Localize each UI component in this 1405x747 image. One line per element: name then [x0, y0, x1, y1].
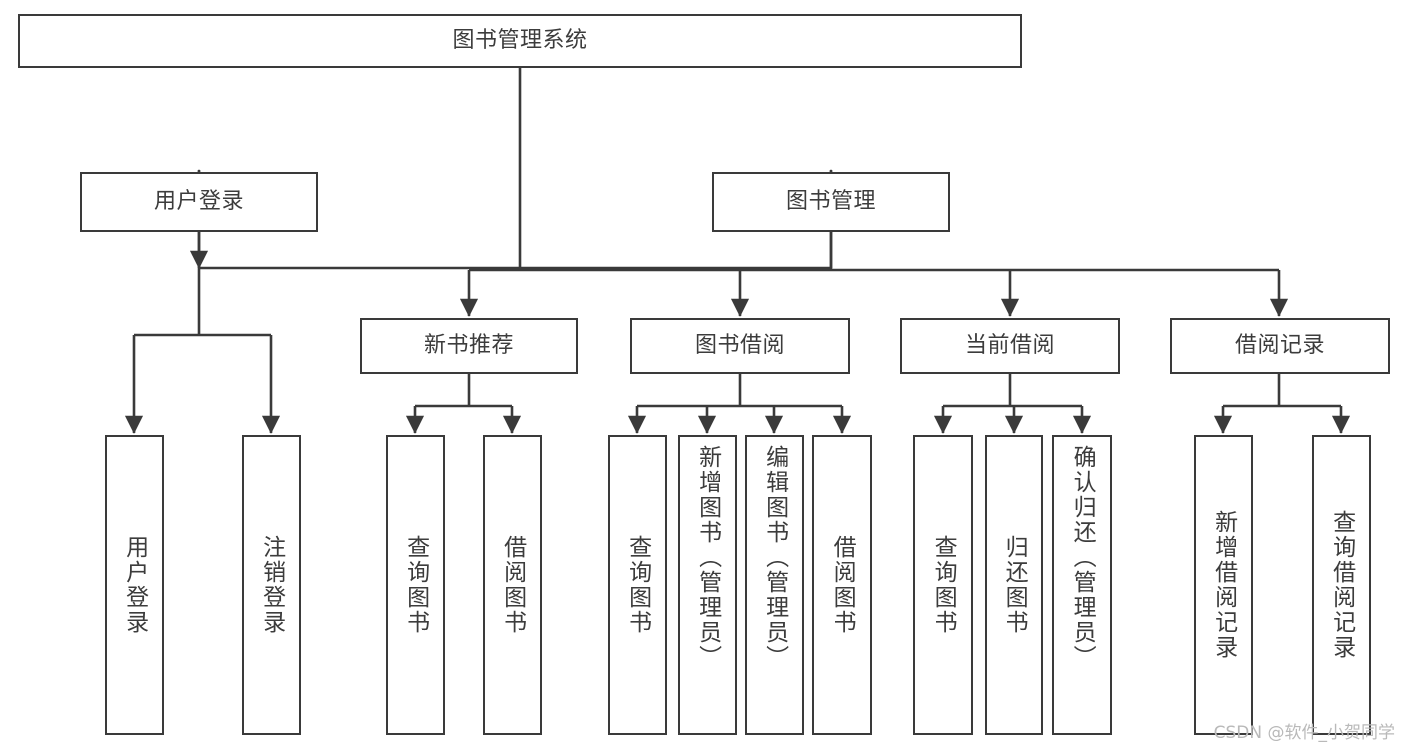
node-leaf-add-book[interactable]: 新增图书（管理员）: [678, 435, 737, 735]
node-leaf-confirm-return[interactable]: 确认归还（管理员）: [1052, 435, 1112, 735]
node-leaf-edit-book[interactable]: 编辑图书（管理员）: [745, 435, 804, 735]
node-book-manage[interactable]: 图书管理: [712, 172, 950, 232]
node-leaf-user-login[interactable]: 用户登录: [105, 435, 164, 735]
node-leaf-add-book-label: 新增图书（管理员）: [694, 445, 721, 670]
node-leaf-query-book-rec-label: 查询图书: [402, 535, 429, 635]
node-current-borrow[interactable]: 当前借阅: [900, 318, 1120, 374]
node-leaf-add-record[interactable]: 新增借阅记录: [1194, 435, 1253, 735]
node-leaf-query-book-bb-label: 查询图书: [624, 535, 651, 635]
node-leaf-confirm-return-label: 确认归还（管理员）: [1069, 445, 1096, 670]
csdn-watermark: CSDN @软件_小贺同学: [1213, 723, 1395, 743]
node-leaf-query-record[interactable]: 查询借阅记录: [1312, 435, 1371, 735]
node-borrow-record-label: 借阅记录: [1234, 333, 1325, 359]
node-leaf-add-record-label: 新增借阅记录: [1210, 510, 1237, 660]
node-current-borrow-label: 当前借阅: [964, 333, 1055, 359]
node-leaf-return-book[interactable]: 归还图书: [985, 435, 1043, 735]
node-leaf-return-book-label: 归还图书: [1001, 535, 1028, 635]
node-leaf-borrow-book-rec-label: 借阅图书: [499, 535, 526, 635]
node-user-login[interactable]: 用户登录: [80, 172, 318, 232]
node-book-manage-label: 图书管理: [785, 189, 876, 215]
node-leaf-query-book-rec[interactable]: 查询图书: [386, 435, 445, 735]
node-leaf-logout[interactable]: 注销登录: [242, 435, 301, 735]
node-borrow-record[interactable]: 借阅记录: [1170, 318, 1390, 374]
node-new-book-recommend[interactable]: 新书推荐: [360, 318, 578, 374]
node-user-login-label: 用户登录: [153, 189, 244, 215]
node-book-borrow[interactable]: 图书借阅: [630, 318, 850, 374]
node-new-book-recommend-label: 新书推荐: [423, 333, 514, 359]
node-leaf-borrow-book-bb[interactable]: 借阅图书: [812, 435, 872, 735]
node-book-borrow-label: 图书借阅: [694, 333, 785, 359]
node-leaf-edit-book-label: 编辑图书（管理员）: [761, 445, 788, 670]
node-leaf-query-book-bb[interactable]: 查询图书: [608, 435, 667, 735]
node-leaf-query-book-cb[interactable]: 查询图书: [913, 435, 973, 735]
node-root[interactable]: 图书管理系统: [18, 14, 1022, 68]
node-leaf-logout-label: 注销登录: [258, 535, 285, 635]
node-leaf-borrow-book-bb-label: 借阅图书: [829, 535, 856, 635]
node-root-label: 图书管理系统: [452, 28, 588, 54]
node-leaf-query-book-cb-label: 查询图书: [930, 535, 957, 635]
node-leaf-user-login-label: 用户登录: [121, 535, 148, 635]
node-leaf-borrow-book-rec[interactable]: 借阅图书: [483, 435, 542, 735]
node-leaf-query-record-label: 查询借阅记录: [1328, 510, 1355, 660]
